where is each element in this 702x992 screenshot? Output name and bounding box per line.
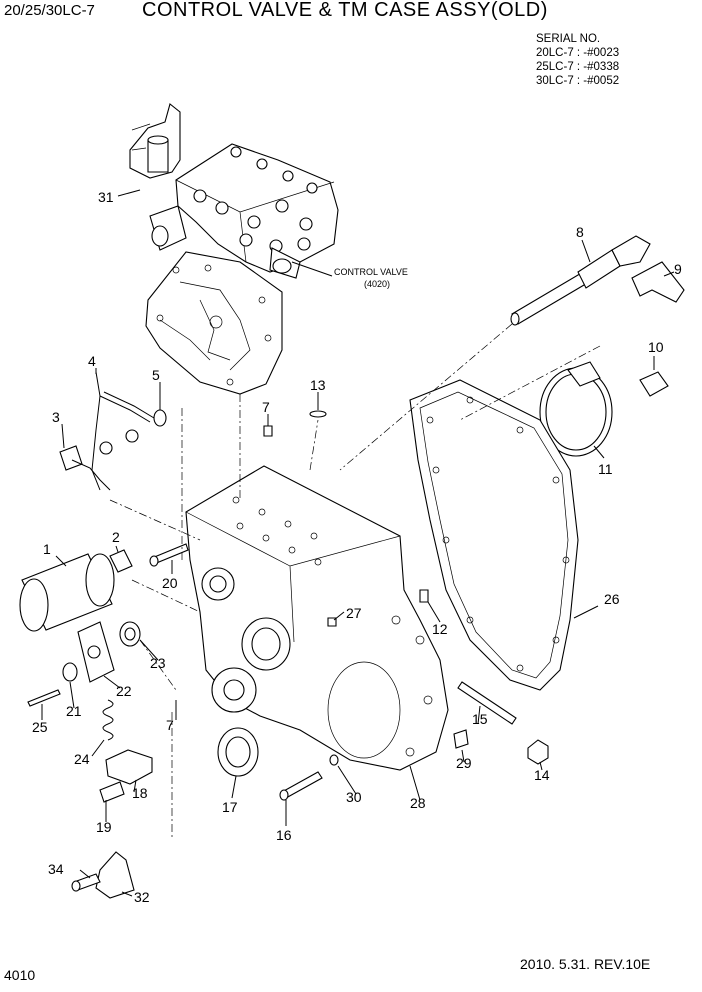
revision-date: 2010. 5.31. REV.10E (520, 956, 651, 972)
serial-heading: SERIAL NO. (536, 33, 601, 45)
part-2-fitting (109, 549, 133, 573)
callout-26: 26 (604, 591, 620, 607)
callout-31: 31 (98, 189, 114, 205)
callout-14: 14 (534, 767, 550, 783)
callout-2: 2 (112, 529, 120, 545)
callout-13: 13 (310, 377, 326, 393)
serial-line-30lc: 30LC-7 : -#0052 (536, 75, 620, 87)
callout-1: 1 (43, 541, 51, 557)
part-34-bolt (71, 873, 101, 892)
page-title: CONTROL VALVE & TM CASE ASSY(OLD) (142, 0, 548, 21)
callout-7-upper: 7 (262, 399, 270, 415)
part-10-block (639, 371, 669, 397)
callout-27: 27 (346, 605, 362, 621)
callout-9: 9 (674, 261, 682, 277)
callout-15: 15 (472, 711, 488, 727)
callout-4: 4 (88, 353, 96, 369)
callout-32: 32 (134, 889, 150, 905)
part-32-bracket (95, 851, 135, 899)
callout-22: 22 (116, 683, 132, 699)
control-valve-label: CONTROL VALVE (334, 267, 408, 277)
part-26-gasket (409, 379, 579, 691)
callout-19: 19 (96, 819, 112, 835)
part-16-bolt (279, 771, 323, 801)
callout-34: 34 (48, 861, 64, 877)
part-8-shaft (510, 235, 651, 326)
serial-line-25lc: 25LC-7 : -#0338 (536, 61, 620, 73)
callout-5: 5 (152, 367, 160, 383)
callout-21: 21 (66, 703, 82, 719)
part-31-bracket (129, 103, 181, 179)
callout-28: 28 (410, 795, 426, 811)
callout-16: 16 (276, 827, 292, 843)
leader-lines (41, 189, 675, 897)
control-valve-code: (4020) (364, 279, 390, 289)
callout-12: 12 (432, 621, 448, 637)
part-24-spring (102, 699, 114, 741)
part-15-stud (457, 681, 517, 725)
part-29-pin (453, 729, 469, 749)
part-22-plate (77, 621, 115, 683)
serial-number-block: SERIAL NO. 20LC-7 : -#0023 25LC-7 : -#03… (536, 32, 619, 88)
part-30-washer (329, 754, 339, 766)
callout-11: 11 (598, 461, 613, 477)
part-5-oring (153, 409, 167, 427)
valve-gasket-plate (145, 251, 283, 395)
control-valve-body (149, 143, 339, 279)
callout-25: 25 (32, 719, 48, 735)
callout-29: 29 (456, 755, 472, 771)
callout-30: 30 (346, 789, 362, 805)
part-14-nut (527, 739, 549, 765)
part-12-plug (419, 589, 429, 603)
model-name: 20/25/30LC-7 (4, 2, 95, 19)
part-13-oring (309, 410, 327, 418)
part-9-lever (631, 261, 685, 303)
callout-8: 8 (576, 224, 584, 240)
callout-numbers: 1 2 3 4 5 7 7 8 9 10 11 12 13 14 15 16 1… (32, 189, 682, 905)
callout-23: 23 (150, 655, 166, 671)
part-21-snapring (62, 662, 78, 682)
callout-10: 10 (648, 339, 664, 355)
part-25-pin (27, 689, 61, 707)
part-19-bolt (99, 781, 125, 803)
part-18-bracket (105, 749, 153, 785)
callout-17: 17 (222, 799, 238, 815)
part-1-filter (19, 553, 115, 632)
callout-24: 24 (74, 751, 90, 767)
part-20-bolt (149, 543, 189, 567)
part-11-band (539, 361, 613, 457)
part-3-4-pipe (59, 371, 155, 491)
callout-20: 20 (162, 575, 178, 591)
part-7-plug (263, 425, 273, 437)
callout-7-lower: 7 (166, 717, 174, 733)
page-number: 4010 (4, 967, 36, 983)
part-17-seal (217, 727, 259, 777)
part-23-seal (119, 621, 141, 647)
callout-3: 3 (52, 409, 60, 425)
serial-line-20lc: 20LC-7 : -#0023 (536, 47, 620, 59)
callout-18: 18 (132, 785, 148, 801)
tm-case-housing (185, 465, 449, 771)
